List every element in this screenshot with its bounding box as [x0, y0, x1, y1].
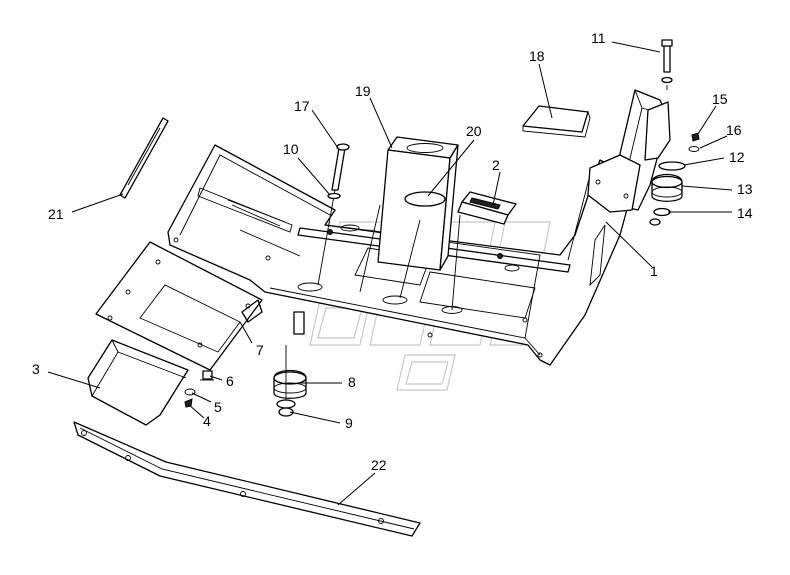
callout-1: 1 — [650, 263, 658, 279]
part-20-disc — [404, 191, 446, 207]
callout-20: 20 — [466, 123, 482, 139]
part-13-mount — [651, 173, 683, 202]
part-10-washer — [327, 192, 341, 200]
callout-labels: 1 2 3 4 5 6 7 8 9 10 11 12 13 14 15 16 1… — [32, 30, 753, 473]
part-18-plate — [522, 105, 591, 138]
callout-6: 6 — [226, 373, 234, 389]
part-8-mount — [273, 311, 307, 399]
part-21-bar — [119, 117, 169, 199]
part-2-bracket — [451, 191, 517, 311]
part-22-rail — [73, 421, 421, 537]
part-9-nut — [276, 345, 296, 417]
callout-4: 4 — [203, 413, 211, 429]
callout-10: 10 — [283, 141, 299, 157]
callout-5: 5 — [214, 399, 222, 415]
callout-22: 22 — [371, 457, 387, 473]
callout-15: 15 — [712, 91, 728, 107]
callout-9: 9 — [345, 415, 353, 431]
callout-2: 2 — [492, 157, 500, 173]
callout-18: 18 — [529, 48, 545, 64]
callout-3: 3 — [32, 361, 40, 377]
callout-8: 8 — [348, 374, 356, 390]
part-4-5-6-fasteners — [184, 370, 214, 408]
part-19-block — [359, 136, 459, 299]
callout-19: 19 — [355, 83, 371, 99]
callout-17: 17 — [294, 98, 310, 114]
part-15-nut — [691, 132, 700, 142]
callout-13: 13 — [737, 181, 753, 197]
part-11-bolt — [661, 39, 673, 90]
part-3-tray — [87, 339, 189, 426]
callout-7: 7 — [256, 342, 264, 358]
part-12-washer — [658, 161, 686, 171]
part-16-washer — [688, 146, 700, 152]
part-17-bolt — [317, 143, 350, 286]
callout-21: 21 — [48, 206, 64, 222]
callout-12: 12 — [729, 149, 745, 165]
callout-14: 14 — [737, 205, 753, 221]
right-bracket — [587, 89, 671, 213]
part-14-nut — [649, 207, 671, 226]
callout-16: 16 — [726, 122, 742, 138]
callout-11: 11 — [591, 30, 606, 46]
leader-lines — [47, 41, 733, 506]
